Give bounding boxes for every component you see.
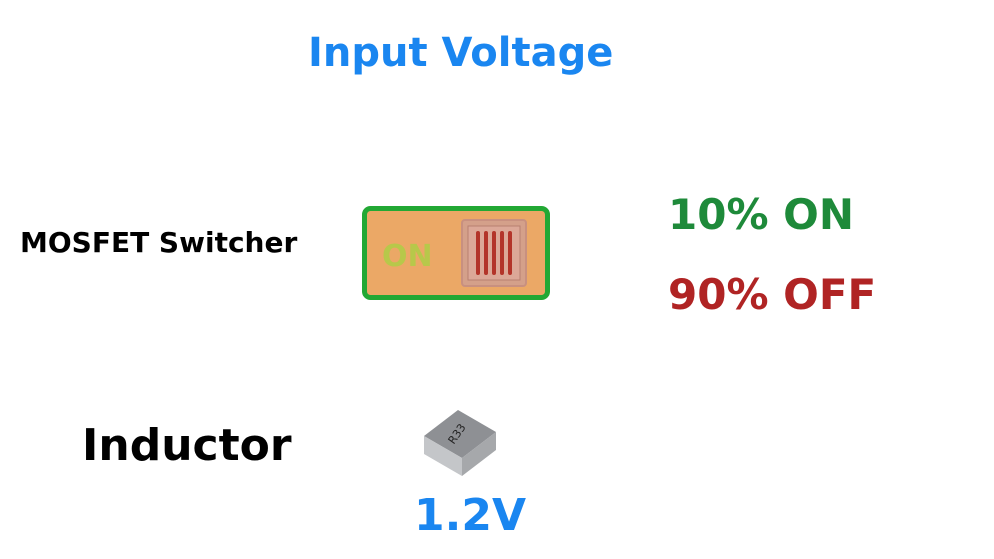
inductor-icon: R33 <box>424 410 496 476</box>
on-percentage: 10% ON <box>668 190 855 239</box>
output-voltage: 1.2V <box>414 490 526 541</box>
off-percentage: 90% OFF <box>668 270 877 319</box>
inductor-label: Inductor <box>82 420 292 471</box>
input-voltage-title: Input Voltage <box>308 30 614 76</box>
mosfet-switcher-label: MOSFET Switcher <box>20 226 298 259</box>
switch-on-text: ON <box>382 239 433 274</box>
toggle-switch-icon: ON <box>362 206 550 300</box>
